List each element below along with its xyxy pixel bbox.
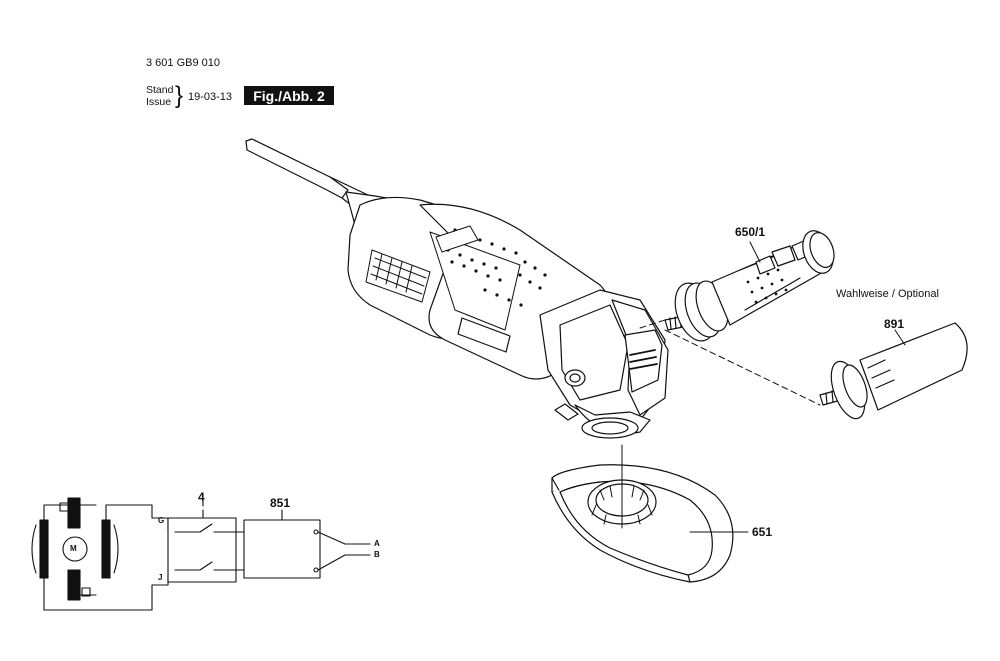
side-handle-650-1 (664, 230, 835, 342)
dash-handle (639, 319, 666, 329)
wheel-guard-651 (551, 464, 734, 583)
issue-label: Issue (146, 96, 172, 108)
terminal-b: B (374, 550, 380, 559)
terminal-j: J (158, 573, 163, 582)
figure-label: Fig./Abb. 2 (244, 86, 334, 105)
callout-650-1: 650/1 (735, 225, 766, 239)
issue-date: 19-03-13 (188, 91, 233, 103)
circuit-diagram (31, 497, 371, 611)
angle-grinder (245, 138, 669, 439)
part-number: 3 601 GB9 010 (146, 57, 221, 69)
callout-4: 4 (198, 490, 205, 504)
leader-650-1 (749, 241, 761, 263)
stand-label: Stand (146, 84, 174, 96)
alt-handle-891 (819, 322, 968, 420)
callout-851: 851 (270, 496, 291, 510)
brace-symbol: } (175, 82, 184, 109)
terminal-a: A (374, 539, 380, 548)
optional-note: Wahlweise / Optional (836, 288, 939, 300)
dash-alt-handle (664, 329, 821, 406)
callout-891: 891 (884, 317, 905, 331)
callout-651: 651 (752, 525, 773, 539)
leader-891 (894, 329, 906, 346)
motor-label: M (70, 544, 77, 553)
terminal-g: G (158, 516, 165, 525)
